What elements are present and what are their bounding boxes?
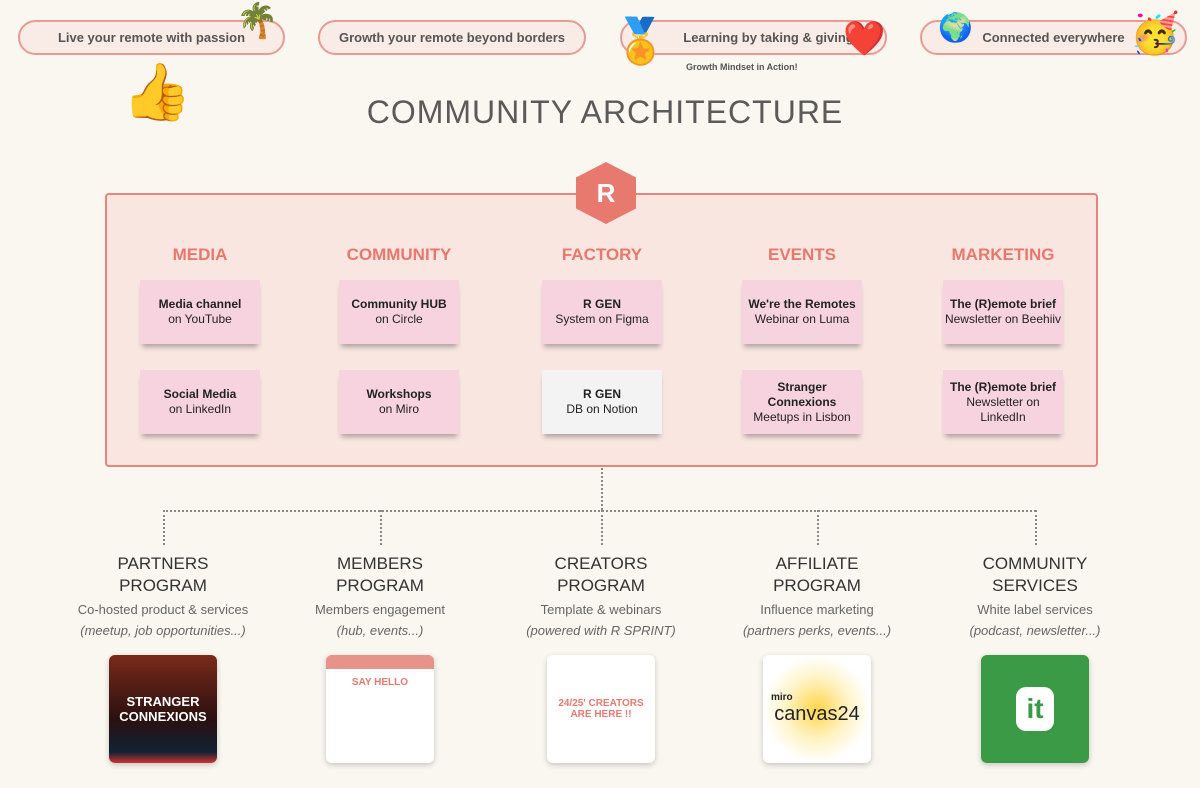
program: COMMUNITY SERVICES White label services (po… <box>925 553 1145 639</box>
program-title-1: AFFILIATE <box>775 554 859 573</box>
column-heading: EVENTS <box>767 245 837 264</box>
program: AFFILIATE PROGRAM Influence marketing (part… <box>707 553 927 639</box>
thumb-text: canvas24 <box>774 703 860 725</box>
program: PARTNERS PROGRAM Co-hosted product & servi… <box>53 553 273 639</box>
connector-trunk <box>601 468 603 510</box>
note-title: R GEN <box>582 297 621 311</box>
note-sub: Newsletter on LinkedIn <box>966 394 1040 424</box>
program-thumbnail[interactable]: it <box>981 655 1089 763</box>
miro-logo: miro <box>771 692 793 703</box>
program-title-1: MEMBERS <box>337 554 423 573</box>
program-title-1: PARTNERS <box>117 554 209 573</box>
note-sub: System on Figma <box>555 312 649 326</box>
note-title: We're the Remotes <box>748 297 856 311</box>
connector-branch <box>380 510 382 545</box>
program-title-1: COMMUNITY <box>982 554 1088 573</box>
note-title: Media channel <box>158 297 242 311</box>
program-thumbnail[interactable]: STRANGER CONNEXIONS <box>109 655 217 763</box>
globe-icon: 🌍 <box>938 12 973 43</box>
pill-live-remote: Live your remote with passion <box>18 20 285 55</box>
note-title: Social Media <box>163 387 237 401</box>
connector-branch <box>817 510 819 545</box>
note-title: The (R)emote brief <box>949 379 1056 394</box>
program-examples: (partners perks, events...) <box>742 623 892 638</box>
note-title: Workshops <box>366 387 432 401</box>
program: CREATORS PROGRAM Template & webinars (power… <box>491 553 711 639</box>
app-logo: it <box>1016 687 1054 731</box>
column-heading: FACTORY <box>561 245 643 264</box>
thumb-text: SAY HELLO <box>351 677 409 688</box>
program-desc: Co-hosted product & services <box>77 602 249 617</box>
heart-icon: ❤️ <box>843 20 886 58</box>
note-title: R GEN <box>582 387 621 401</box>
pill-label: Learning by taking & giving <box>683 30 854 45</box>
pill-label: Live your remote with passion <box>57 30 246 45</box>
connector-branch <box>163 510 165 545</box>
program-examples: (hub, events...) <box>336 623 424 638</box>
party-face-icon: 🥳 <box>1130 12 1180 56</box>
note-title: The (R)emote brief <box>949 297 1056 311</box>
page-title: COMMUNITY ARCHITECTURE <box>366 94 844 130</box>
column-heading: MARKETING <box>951 245 1055 264</box>
program-title-2: PROGRAM <box>336 576 424 595</box>
program-desc: Influence marketing <box>760 602 874 617</box>
program-title-2: SERVICES <box>992 576 1078 595</box>
thumb-text: STRANGER CONNEXIONS <box>119 694 207 724</box>
note-sub: Newsletter on Beehiiv <box>944 312 1062 326</box>
thumb-text: 24/25' CREATORS ARE HERE !! <box>558 698 644 720</box>
program-examples: (podcast, newsletter...) <box>969 623 1101 638</box>
note-sub: on Circle <box>375 312 423 326</box>
pill-connected: Connected everywhere <box>920 20 1187 55</box>
note-sub: Webinar on Luma <box>754 312 850 326</box>
program-title-2: PROGRAM <box>119 576 207 595</box>
note-title: Community HUB <box>351 297 447 311</box>
pill-learning: Learning by taking & giving <box>620 20 887 55</box>
program-desc: Members engagement <box>314 602 446 617</box>
note-sub: on LinkedIn <box>168 402 232 416</box>
program-title-2: PROGRAM <box>773 576 861 595</box>
medal-icon: 🏅 <box>613 17 668 66</box>
program-thumbnail[interactable]: 24/25' CREATORS ARE HERE !! <box>547 655 655 763</box>
program-title-2: PROGRAM <box>557 576 645 595</box>
note-sub: on Miro <box>378 402 419 416</box>
palm-tree-icon: 🌴 <box>236 2 279 40</box>
note-sub: Meetups in Lisbon <box>753 409 851 424</box>
connector-branch <box>1035 510 1037 545</box>
pill-growth-remote: Growth your remote beyond borders <box>318 20 586 55</box>
pill-label: Growth your remote beyond borders <box>338 30 566 45</box>
subtitle: Growth Mindset in Action! <box>686 62 798 72</box>
note-title: Stranger Connexions <box>767 379 837 409</box>
program-examples: (powered with R SPRINT) <box>526 623 676 638</box>
note-sub: on YouTube <box>168 312 232 326</box>
connector-bar <box>163 510 1036 512</box>
program-desc: White label services <box>977 602 1093 617</box>
thumbs-up-icon: 👍 <box>122 60 192 123</box>
column-heading: MEDIA <box>172 245 228 264</box>
connector-branch <box>601 510 603 545</box>
pill-label: Connected everywhere <box>982 30 1125 45</box>
program-desc: Template & webinars <box>540 602 662 617</box>
program: MEMBERS PROGRAM Members engagement (hub, ev… <box>270 553 490 639</box>
program-examples: (meetup, job opportunities...) <box>80 623 246 638</box>
column-heading: COMMUNITY <box>346 245 452 264</box>
program-thumbnail[interactable]: SAY HELLO <box>326 655 434 763</box>
note-sub: DB on Notion <box>566 402 638 416</box>
program-title-1: CREATORS <box>554 554 648 573</box>
